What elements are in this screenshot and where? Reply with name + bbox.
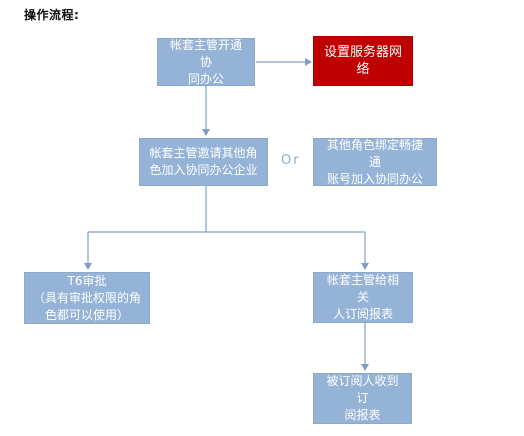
or-label: Or xyxy=(281,153,301,168)
node-receive-reports: 被订阅人收到订 阅报表 xyxy=(313,373,412,424)
node-open-collab: 帐套主管开通协 同办公 xyxy=(157,38,255,86)
node-invite-roles: 帐套主管邀请其他角 色加入协同办公企业 xyxy=(139,138,268,186)
page-title: 操作流程: xyxy=(24,8,80,22)
node-send-reports: 帐套主管给相关 人订阅报表 xyxy=(313,272,413,323)
node-t6-approval: T6审批 （具有审批权限的角 色都可以使用） xyxy=(24,272,150,324)
node-bind-account: 其他角色绑定畅捷通 账号加入协同办公 xyxy=(313,138,437,186)
node-server-network: 设置服务器网络 xyxy=(313,36,413,86)
